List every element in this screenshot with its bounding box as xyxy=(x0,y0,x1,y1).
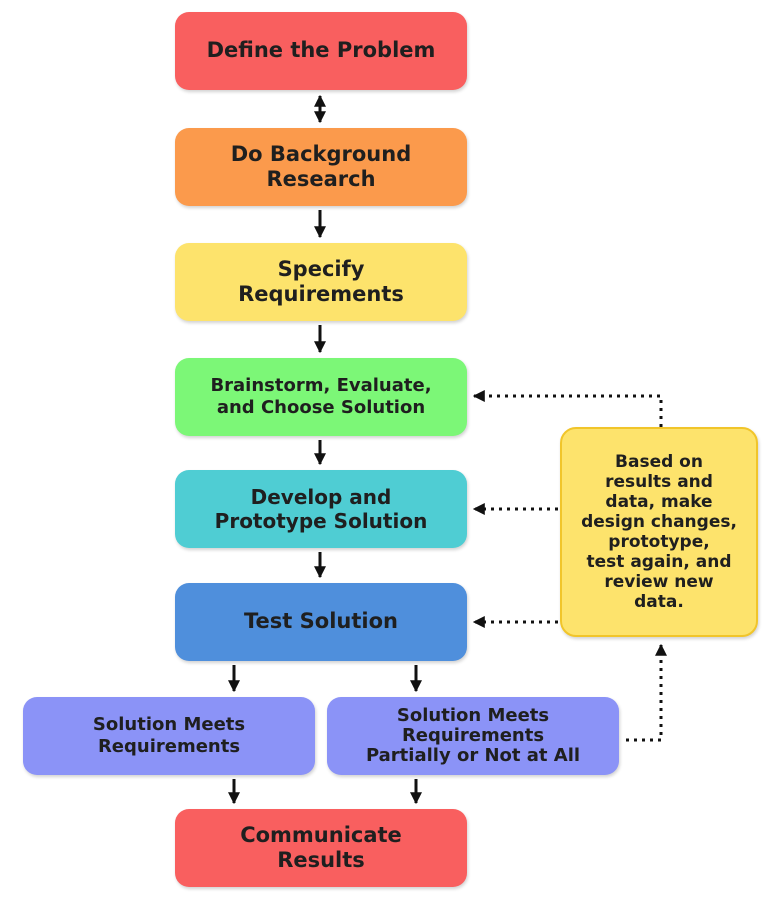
step-solution-meets: Solution Meets Requirements xyxy=(23,697,315,775)
dotted-partial-to-note xyxy=(626,643,667,742)
step-develop-label: Develop and Prototype Solution xyxy=(214,485,428,533)
step-test-label: Test Solution xyxy=(244,609,398,634)
step-meets-label: Solution Meets Requirements xyxy=(92,714,246,757)
step-define-the-problem: Define the Problem xyxy=(175,12,467,90)
dotted-note-to-brainstorm xyxy=(472,390,663,427)
step-test-solution: Test Solution xyxy=(175,583,467,661)
step-specify-requirements: Specify Requirements xyxy=(175,243,467,321)
step-background-research: Do Background Research xyxy=(175,128,467,206)
step-communicate-label: Communicate Results xyxy=(240,822,402,872)
feedback-note: Based on results and data, make design c… xyxy=(560,427,758,637)
step-develop-prototype: Develop and Prototype Solution xyxy=(175,470,467,548)
step-brainstorm: Brainstorm, Evaluate, and Choose Solutio… xyxy=(175,358,467,436)
step-partial-label: Solution Meets Requirements Partially or… xyxy=(365,705,581,766)
step-communicate-results: Communicate Results xyxy=(175,809,467,887)
step-research-label: Do Background Research xyxy=(230,141,412,191)
step-solution-partial: Solution Meets Requirements Partially or… xyxy=(327,697,619,775)
step-brainstorm-label: Brainstorm, Evaluate, and Choose Solutio… xyxy=(210,375,432,418)
step-define-label: Define the Problem xyxy=(206,38,436,63)
feedback-note-text: Based on results and data, make design c… xyxy=(581,451,737,613)
step-specify-label: Specify Requirements xyxy=(238,256,404,306)
